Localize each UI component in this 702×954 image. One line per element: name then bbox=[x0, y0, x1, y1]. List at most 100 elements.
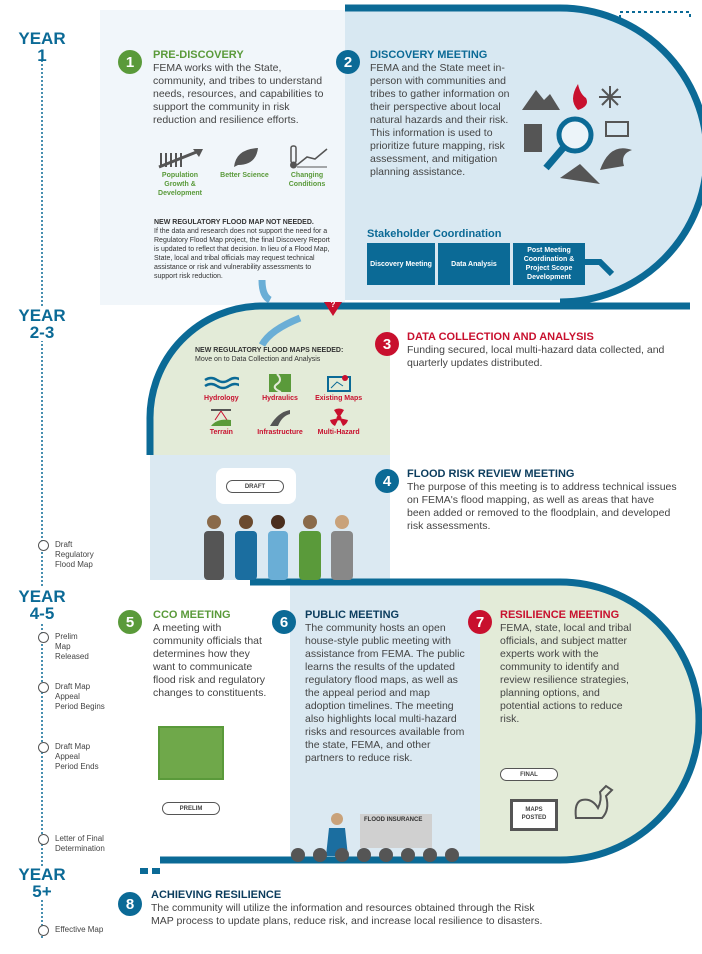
step-title: FLOOD RISK REVIEW MEETING bbox=[407, 468, 575, 480]
milestone-label: Effective Map bbox=[55, 925, 104, 934]
icon-label: Population Growth & Development bbox=[158, 172, 202, 197]
year-number: 1 bbox=[37, 46, 47, 65]
multi-hazard-item: Multi-Hazard bbox=[309, 408, 368, 437]
changing-conditions-item: Changing Conditions bbox=[279, 145, 335, 198]
final-map-label: FINAL bbox=[500, 768, 558, 781]
milestone-circle-icon bbox=[38, 540, 49, 551]
step-4-badge: 4 bbox=[375, 469, 399, 493]
monitor-icon: MAPS POSTED bbox=[510, 799, 558, 831]
person-icon bbox=[299, 515, 321, 580]
person-icon bbox=[268, 515, 288, 580]
map-icon bbox=[326, 375, 351, 392]
step-title: PRE-DISCOVERY bbox=[153, 49, 244, 61]
step-text: Funding secured, local multi-hazard data… bbox=[407, 344, 665, 369]
person-icon bbox=[331, 515, 353, 580]
fire-icon bbox=[573, 84, 587, 110]
step-6-public-meeting: PUBLIC MEETING The community hosts an op… bbox=[305, 609, 465, 765]
person-icon bbox=[204, 515, 224, 580]
step-text: FEMA works with the State, community, an… bbox=[153, 62, 324, 126]
milestone-label: Prelim Map Released bbox=[55, 632, 89, 661]
natural-hazards-illustration bbox=[522, 84, 632, 184]
magnifier-icon bbox=[556, 116, 594, 154]
maps-needed-note: NEW REGULATORY FLOOD MAPS NEEDED: Move o… bbox=[195, 346, 367, 364]
step-title: PUBLIC MEETING bbox=[305, 609, 400, 621]
step-7-resilience-meeting: RESILIENCE MEETING FEMA, state, local an… bbox=[500, 609, 640, 726]
prediscovery-icons: Population Growth & Development Better S… bbox=[150, 145, 335, 198]
milestone-prelim: Prelim Map Released bbox=[38, 632, 128, 662]
milestone-label: Draft Regulatory Flood Map bbox=[55, 540, 94, 569]
step-2-discovery-meeting: DISCOVERY MEETING FEMA and the State mee… bbox=[370, 49, 515, 179]
year-number: 5+ bbox=[32, 882, 52, 901]
step-8-badge: 8 bbox=[118, 892, 142, 916]
icon-label: Terrain bbox=[209, 429, 233, 436]
waves-icon bbox=[204, 376, 240, 390]
icon-label: Hydraulics bbox=[262, 395, 298, 402]
stakeholder-box: Post Meeting Coordination & Project Scop… bbox=[513, 243, 585, 285]
maps-posted-label: MAPS POSTED bbox=[513, 802, 555, 828]
step-2-badge: 2 bbox=[336, 50, 360, 74]
map-not-needed-note: NEW REGULATORY FLOOD MAP NOT NEEDED. If … bbox=[154, 218, 334, 281]
step-text: The purpose of this meeting is to addres… bbox=[407, 481, 677, 532]
building-icon bbox=[524, 124, 542, 152]
landslide-icon bbox=[560, 164, 600, 184]
step-text: The community will utilize the informati… bbox=[151, 902, 543, 927]
stakeholder-box: Data Analysis bbox=[438, 243, 510, 285]
milestone-effective: Effective Map bbox=[38, 925, 128, 936]
icon-label: Existing Maps bbox=[315, 395, 363, 402]
step-7-badge: 7 bbox=[468, 610, 492, 634]
infrastructure-item: Infrastructure bbox=[251, 408, 310, 437]
milestone-circle-icon bbox=[38, 632, 49, 643]
hydrology-item: Hydrology bbox=[192, 374, 251, 403]
step-title: DISCOVERY MEETING bbox=[370, 49, 488, 61]
river-icon bbox=[268, 374, 291, 392]
step-1-badge: 1 bbox=[118, 50, 142, 74]
flood-insurance-board: FLOOD INSURANCE bbox=[360, 814, 432, 848]
milestone-appeal-begins: Draft Map Appeal Period Begins bbox=[38, 682, 128, 712]
note-text: If the data and research does not suppor… bbox=[154, 228, 330, 280]
year-word: YEAR bbox=[18, 587, 66, 606]
terrain-item: Terrain bbox=[192, 408, 251, 437]
stakeholder-steps: Discovery Meeting Data Analysis Post Mee… bbox=[367, 243, 585, 285]
house-icon bbox=[605, 121, 629, 137]
step-8-achieving-resilience: ACHIEVING RESILIENCE The community will … bbox=[151, 889, 551, 928]
milestone-label: Letter of Final Determination bbox=[55, 834, 105, 853]
step-5-cco-meeting: CCO MEETING A meeting with community off… bbox=[153, 609, 267, 700]
note-title: NEW REGULATORY FLOOD MAPS NEEDED: bbox=[195, 347, 344, 354]
audience-icon bbox=[291, 848, 459, 862]
step-3-badge: 3 bbox=[375, 332, 399, 356]
milestone-circle-icon bbox=[38, 834, 49, 845]
note-subtitle: Move on to Data Collection and Analysis bbox=[195, 356, 321, 363]
step-3-data-collection: DATA COLLECTION AND ANALYSIS Funding sec… bbox=[407, 331, 667, 370]
year-word: YEAR bbox=[18, 29, 66, 48]
wave-icon bbox=[600, 148, 632, 170]
population-growth-item: Population Growth & Development bbox=[150, 145, 210, 198]
terrain-icon bbox=[211, 409, 232, 426]
better-science-item: Better Science bbox=[220, 145, 270, 198]
step-text: The community hosts an open house-style … bbox=[305, 622, 465, 764]
step-title: DATA COLLECTION AND ANALYSIS bbox=[407, 331, 594, 343]
step-title: ACHIEVING RESILIENCE bbox=[151, 889, 282, 901]
flexed-arm-icon bbox=[574, 784, 614, 819]
thermometer-icon bbox=[290, 145, 328, 169]
step-5-badge: 5 bbox=[118, 610, 142, 634]
year-number: 2-3 bbox=[29, 323, 55, 342]
milestone-circle-icon bbox=[38, 682, 49, 693]
prelim-map-label: PRELIM bbox=[162, 802, 220, 815]
stakeholder-box: Discovery Meeting bbox=[367, 243, 435, 285]
hydraulics-item: Hydraulics bbox=[251, 374, 310, 403]
note-title: NEW REGULATORY FLOOD MAP NOT NEEDED. bbox=[154, 219, 314, 226]
population-growth-icon bbox=[158, 149, 203, 169]
leaf-icon bbox=[233, 148, 258, 167]
milestone-label: Draft Map Appeal Period Ends bbox=[55, 742, 99, 771]
icon-label: Infrastructure bbox=[257, 429, 303, 436]
step-4-flood-risk-review: FLOOD RISK REVIEW MEETING The purpose of… bbox=[407, 468, 677, 533]
step-text: A meeting with community officials that … bbox=[153, 622, 267, 699]
data-types-grid: Hydrology Hydraulics Existing Maps Terra… bbox=[192, 374, 368, 437]
milestone-appeal-ends: Draft Map Appeal Period Ends bbox=[38, 742, 128, 772]
year-word: YEAR bbox=[18, 306, 66, 325]
road-icon bbox=[269, 410, 290, 426]
person-icon bbox=[235, 515, 257, 580]
